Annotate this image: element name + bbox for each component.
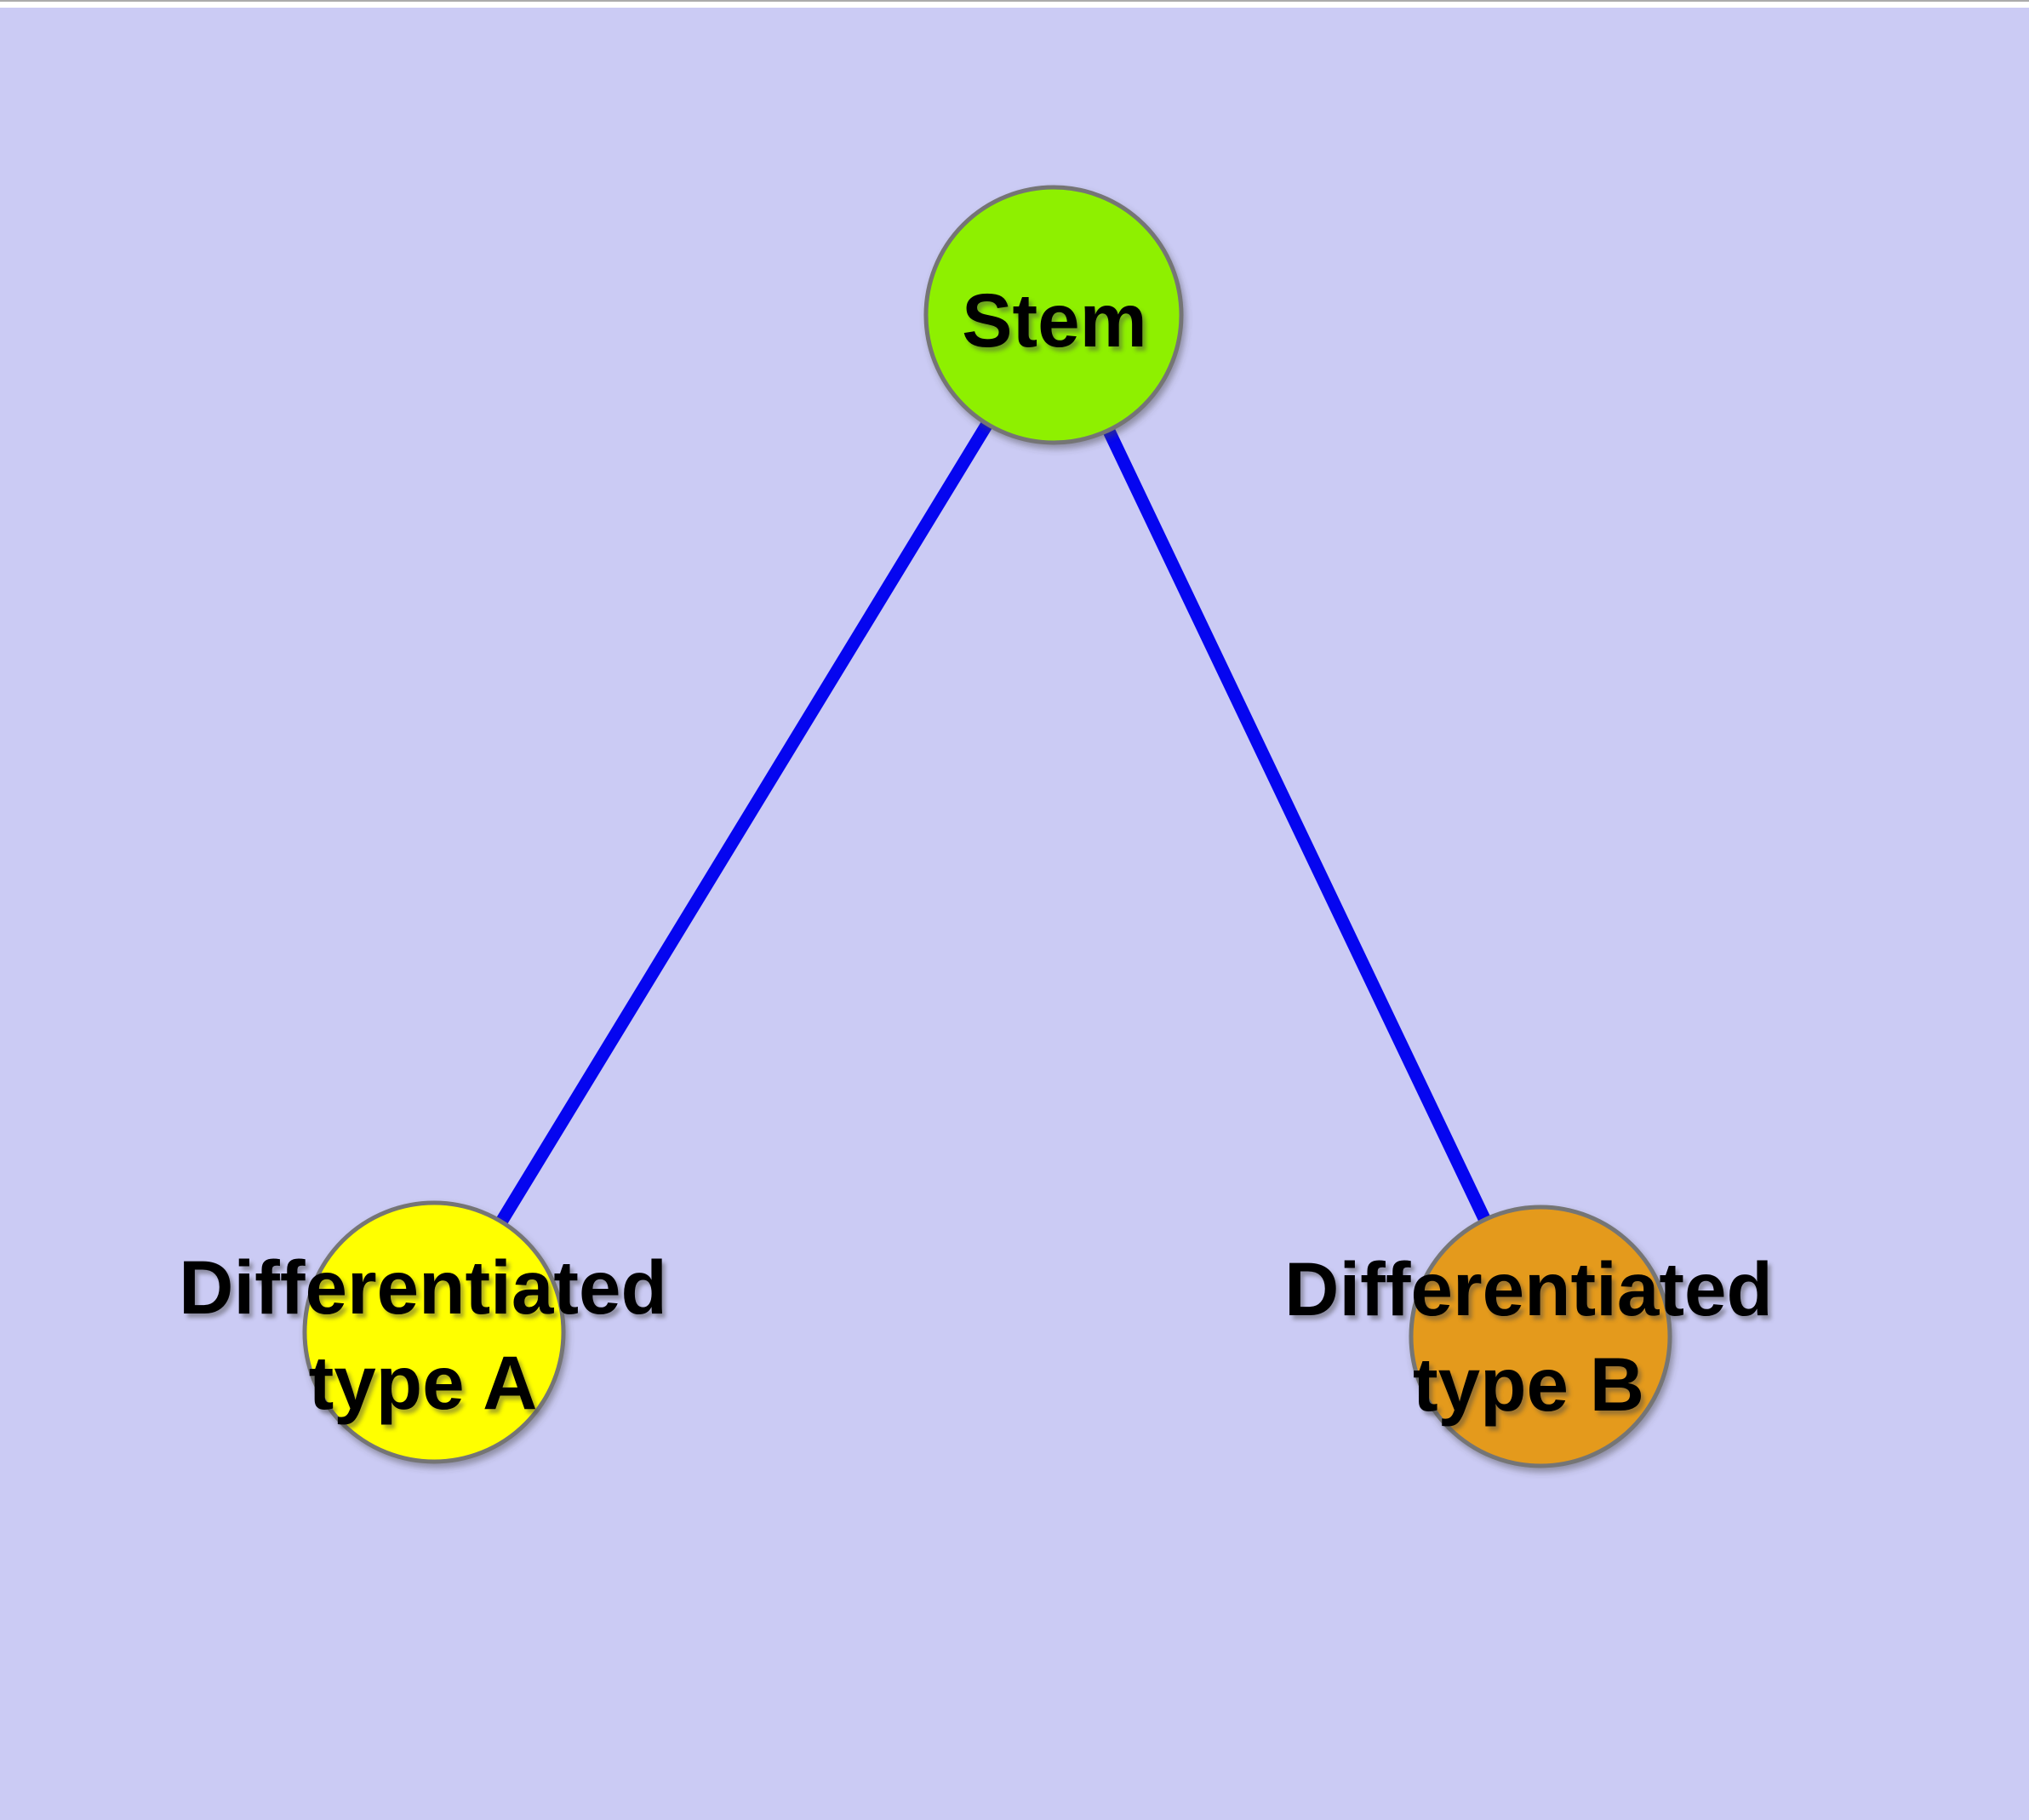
node-stem-circle[interactable] [923,185,1184,445]
node-type-b-circle[interactable] [1409,1205,1672,1468]
window-top-strip [0,0,2029,8]
edge-stem-to-type-b [1048,312,1546,1340]
node-type-a-circle[interactable] [302,1200,566,1464]
edge-stem-to-type-a [428,312,1060,1336]
